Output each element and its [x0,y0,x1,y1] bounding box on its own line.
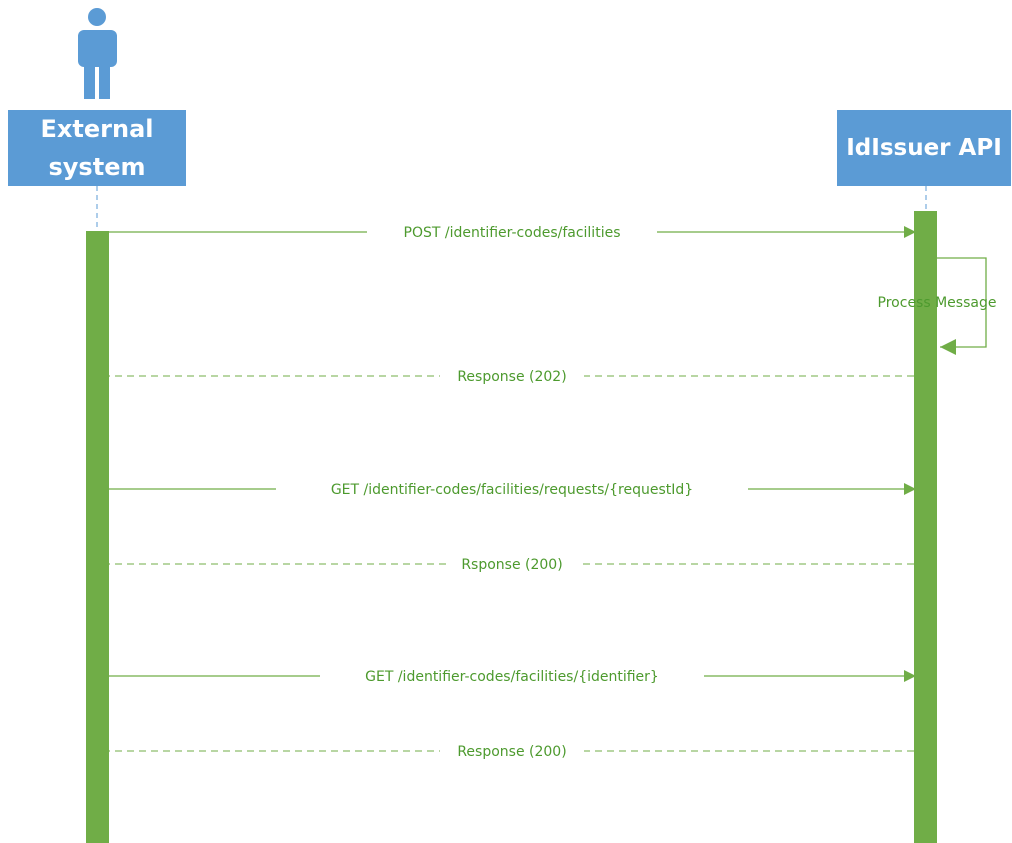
message-response-200-b: Response (200) [109,741,914,761]
message-label: GET /identifier-codes/facilities/request… [331,482,693,498]
message-label: GET /identifier-codes/facilities/{identi… [365,669,659,685]
message-process-self: Process Message [878,257,997,355]
message-response-200-a: Rsponse (200) [109,554,914,574]
message-label: Response (200) [457,744,566,760]
idissuer-api-label: IdIssuer API [837,110,1011,186]
message-label: Rsponse (200) [461,557,562,573]
external-system-actor-icon [78,8,117,99]
external-system-activation-bar [86,231,109,843]
message-label: Process Message [878,295,997,311]
api-activation-bar [914,211,937,843]
message-label: POST /identifier-codes/facilities [404,225,621,241]
message-get-identifier: GET /identifier-codes/facilities/{identi… [109,666,916,686]
message-label: Response (202) [457,369,566,385]
message-get-request-status: GET /identifier-codes/facilities/request… [109,479,916,499]
message-response-202: Response (202) [109,366,914,386]
message-post-facilities: POST /identifier-codes/facilities [109,222,916,242]
external-system-label: External system [8,110,186,186]
